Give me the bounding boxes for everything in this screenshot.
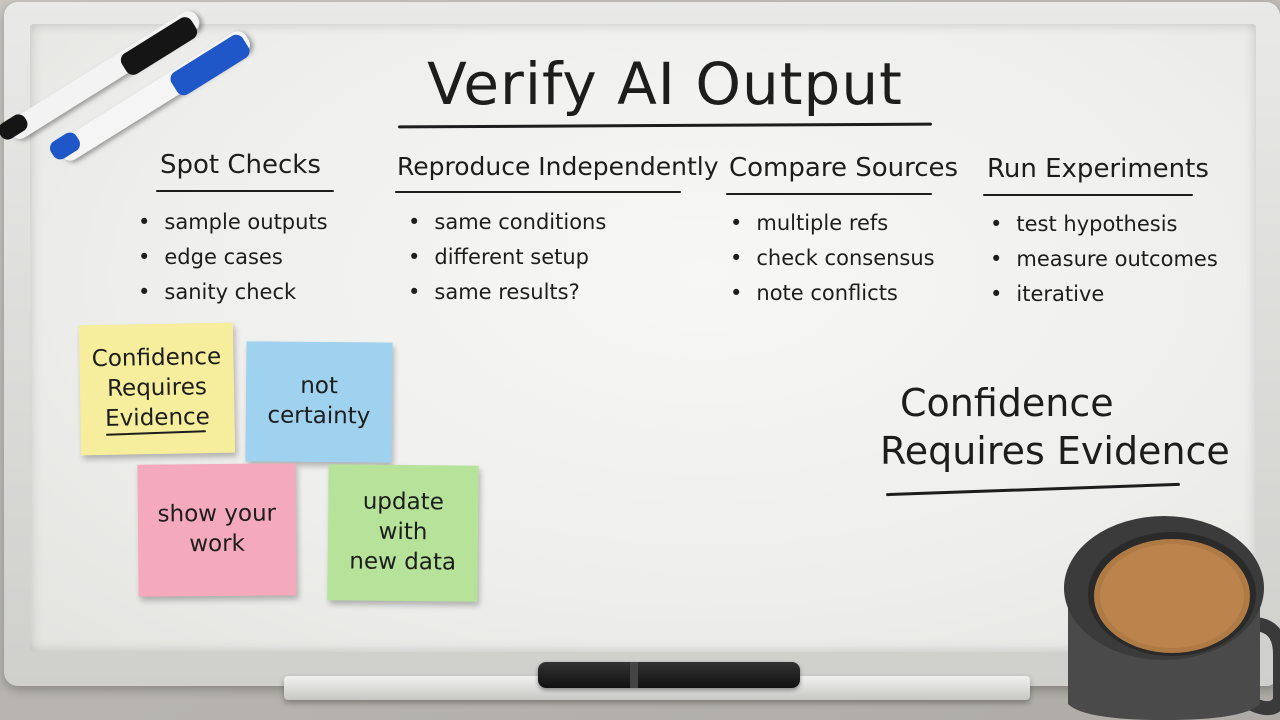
sticky-note-pink: show your work — [137, 463, 297, 597]
list-item: different setup — [408, 240, 606, 275]
sticky-note-green: update with new data — [327, 464, 479, 602]
list-item: same conditions — [408, 205, 606, 240]
list-item: sample outputs — [138, 205, 327, 240]
callout-line-1: Confidence — [900, 381, 1114, 425]
column-list-reproduce: same conditions different setup same res… — [408, 205, 606, 310]
list-item: same results? — [408, 275, 606, 310]
column-underline — [726, 193, 932, 195]
column-heading-spot-checks: Spot Checks — [160, 150, 321, 180]
column-list-spot-checks: sample outputs edge cases sanity check — [138, 205, 328, 310]
board-title: Verify AI Output — [427, 50, 903, 118]
tray-marker-icon — [538, 662, 800, 688]
callout-line-2: Requires Evidence — [880, 429, 1230, 473]
coffee-mug-icon — [1064, 516, 1280, 720]
sticky-note-text: not certainty — [267, 372, 371, 430]
column-list-run-experiments: test hypothesis measure outcomes iterati… — [990, 207, 1218, 312]
column-underline — [395, 191, 681, 193]
sticky-note-blue: not certainty — [245, 341, 393, 463]
column-heading-compare-sources: Compare Sources — [729, 153, 959, 183]
list-item: sanity check — [138, 275, 328, 310]
sticky-note-text: show your work — [157, 500, 277, 558]
sticky-note-text: update with new data — [349, 488, 457, 576]
list-item: measure outcomes — [990, 242, 1217, 277]
column-heading-run-experiments: Run Experiments — [987, 154, 1209, 184]
tray-marker-band — [630, 662, 638, 688]
list-item: multiple refs — [730, 206, 935, 241]
list-item: check consensus — [730, 241, 934, 276]
list-item: test hypothesis — [990, 207, 1218, 242]
column-underline — [156, 190, 334, 192]
sticky-note-yellow: Confidence Requires Evidence — [78, 322, 236, 456]
column-underline — [983, 194, 1193, 196]
sticky-note-text: Confidence Requires Evidence — [91, 344, 222, 432]
list-item: iterative — [990, 277, 1218, 312]
column-heading-reproduce-independently: Reproduce Independently — [397, 152, 719, 181]
column-list-compare-sources: multiple refs check consensus note confl… — [730, 206, 935, 311]
list-item: edge cases — [138, 240, 328, 275]
list-item: note conflicts — [730, 276, 935, 311]
